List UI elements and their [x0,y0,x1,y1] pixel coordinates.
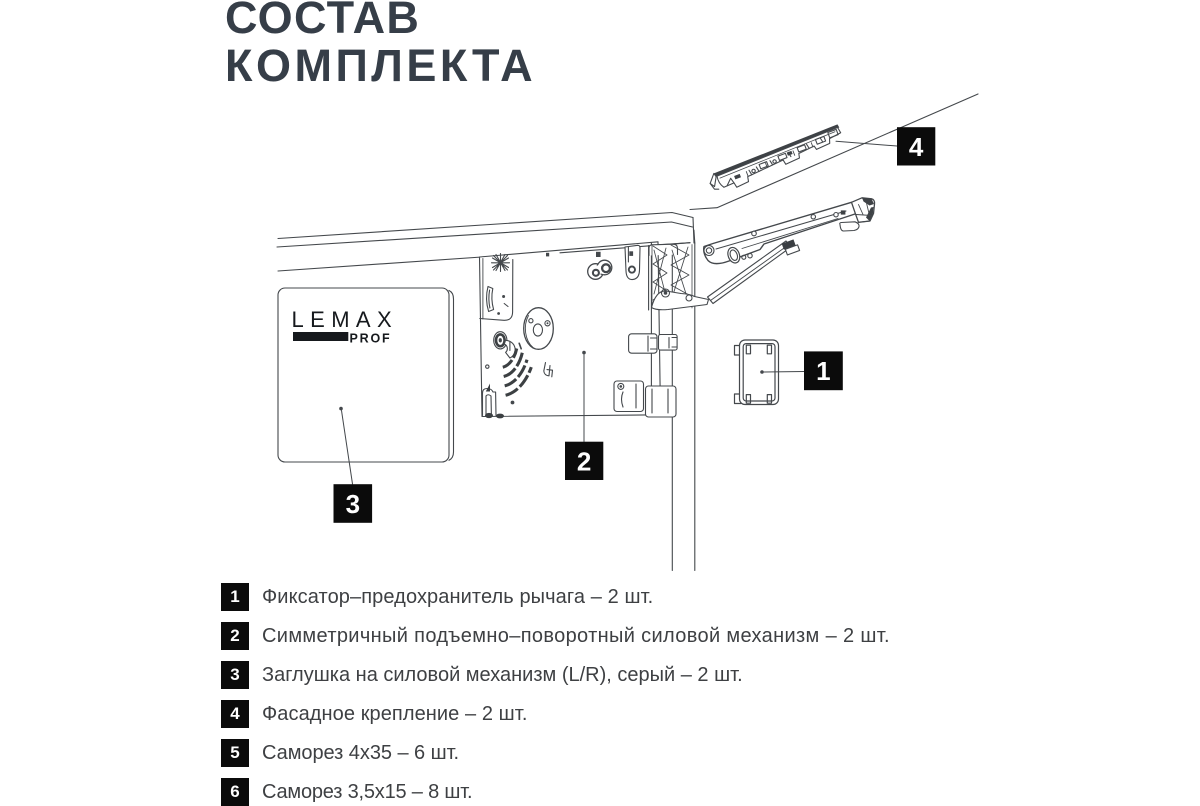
svg-text:2: 2 [577,446,591,476]
svg-text:PROF: PROF [350,331,392,345]
svg-text:3: 3 [346,489,360,519]
svg-text:LEMAX: LEMAX [292,307,399,332]
svg-text:1: 1 [816,356,830,386]
svg-text:4: 4 [909,132,924,162]
